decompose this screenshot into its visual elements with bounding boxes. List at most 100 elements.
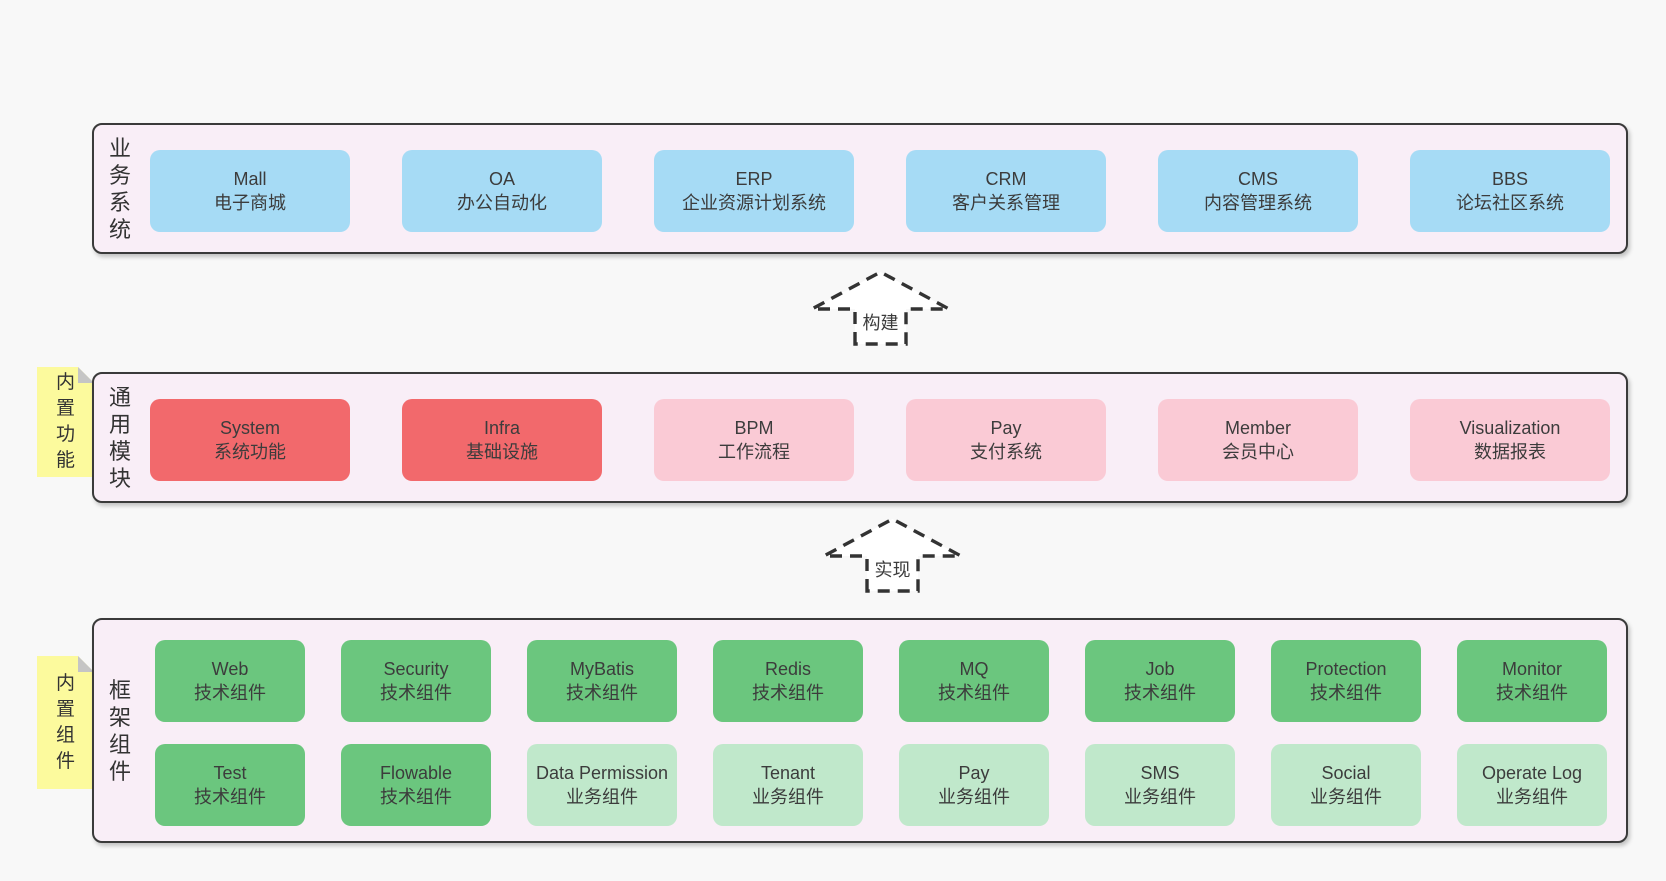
sticky-note-built-in-components: 内置组件	[37, 656, 94, 789]
box-name: SMS	[1140, 763, 1180, 783]
box-name: Monitor	[1501, 659, 1563, 679]
box-name: Infra	[483, 418, 521, 438]
box-name: System	[219, 418, 280, 438]
box-operate-log: Operate Log 业务组件	[1457, 744, 1607, 826]
box-desc: 电子商城	[214, 193, 286, 213]
box-desc: 技术组件	[194, 787, 266, 807]
box-name: Visualization	[1459, 418, 1561, 438]
band-title: 框架组件	[108, 677, 131, 784]
box-name: Test	[213, 763, 247, 783]
box-desc: 内容管理系统	[1204, 193, 1312, 213]
box-desc: 技术组件	[566, 683, 638, 703]
box-name: Web	[211, 659, 249, 679]
sticky-note-built-in-features: 内置功能	[37, 367, 94, 477]
box-pay: Pay 支付系统	[906, 399, 1106, 481]
box-redis: Redis 技术组件	[713, 640, 863, 722]
box-flowable: Flowable 技术组件	[341, 744, 491, 826]
band-title: 业务系统	[108, 135, 131, 242]
box-desc: 技术组件	[1310, 683, 1382, 703]
box-desc: 技术组件	[938, 683, 1010, 703]
box-desc: 业务组件	[1124, 787, 1196, 807]
box-system: System 系统功能	[150, 399, 350, 481]
box-desc: 会员中心	[1222, 442, 1294, 462]
box-desc: 基础设施	[466, 442, 538, 462]
box-name: Social	[1321, 763, 1371, 783]
box-desc: 技术组件	[194, 683, 266, 703]
box-name: Pay	[990, 418, 1022, 438]
box-name: ERP	[735, 169, 773, 189]
box-job: Job 技术组件	[1085, 640, 1235, 722]
box-desc: 客户关系管理	[952, 193, 1060, 213]
box-name: Redis	[764, 659, 812, 679]
box-desc: 企业资源计划系统	[682, 193, 826, 213]
box-name: CRM	[985, 169, 1027, 189]
box-erp: ERP 企业资源计划系统	[654, 150, 854, 232]
box-oa: OA 办公自动化	[402, 150, 602, 232]
box-name: OA	[488, 169, 515, 189]
box-name: Mall	[233, 169, 267, 189]
box-security: Security 技术组件	[341, 640, 491, 722]
box-name: Protection	[1305, 659, 1387, 679]
box-name: Member	[1224, 418, 1291, 438]
box-name: BPM	[734, 418, 774, 438]
box-name: Pay	[958, 763, 990, 783]
box-bpm: BPM 工作流程	[654, 399, 854, 481]
box-test: Test 技术组件	[155, 744, 305, 826]
band-row: System 系统功能 Infra 基础设施 BPM 工作流程 Pay 支付系统 Member 会…	[150, 399, 1610, 481]
box-desc: 技术组件	[380, 683, 452, 703]
box-desc: 业务组件	[1496, 787, 1568, 807]
box-crm: CRM 客户关系管理	[906, 150, 1106, 232]
box-name: MyBatis	[569, 659, 634, 679]
box-name: MQ	[959, 659, 989, 679]
box-name: Tenant	[760, 763, 816, 783]
box-desc: 系统功能	[214, 442, 286, 462]
box-social: Social 业务组件	[1271, 744, 1421, 826]
arrow-label: 构建	[859, 309, 902, 335]
arrow-build: 构建	[808, 269, 953, 347]
arrow-label: 实现	[871, 556, 914, 582]
box-desc: 业务组件	[752, 787, 824, 807]
box-web: Web 技术组件	[155, 640, 305, 722]
band-title: 通用模块	[108, 384, 131, 491]
box-pay: Pay 业务组件	[899, 744, 1049, 826]
box-desc: 技术组件	[1124, 683, 1196, 703]
box-sms: SMS 业务组件	[1085, 744, 1235, 826]
band-business-systems: 业务系统 Mall 电子商城 OA 办公自动化 ERP 企业资源计划系统 CRM 客户关系管理…	[92, 123, 1628, 254]
box-name: Security	[383, 659, 449, 679]
sticky-note-label: 内置组件	[55, 672, 75, 772]
box-name: Data Permission	[535, 763, 669, 783]
box-name: Operate Log	[1481, 763, 1583, 783]
box-infra: Infra 基础设施	[402, 399, 602, 481]
box-mall: Mall 电子商城	[150, 150, 350, 232]
dashed-up-arrow-icon	[823, 517, 962, 593]
box-name: Flowable	[379, 763, 453, 783]
box-mq: MQ 技术组件	[899, 640, 1049, 722]
box-desc: 业务组件	[566, 787, 638, 807]
box-mybatis: MyBatis 技术组件	[527, 640, 677, 722]
box-data-permission: Data Permission 业务组件	[527, 744, 677, 826]
dashed-up-arrow-icon	[811, 270, 950, 346]
box-visualization: Visualization 数据报表	[1410, 399, 1610, 481]
box-desc: 办公自动化	[457, 193, 547, 213]
box-tenant: Tenant 业务组件	[713, 744, 863, 826]
box-name: Job	[1145, 659, 1175, 679]
arrow-implement: 实现	[820, 516, 965, 594]
box-name: BBS	[1491, 169, 1529, 189]
box-desc: 论坛社区系统	[1456, 193, 1564, 213]
box-bbs: BBS 论坛社区系统	[1410, 150, 1610, 232]
box-desc: 业务组件	[938, 787, 1010, 807]
box-desc: 工作流程	[718, 442, 790, 462]
box-desc: 技术组件	[380, 787, 452, 807]
box-desc: 支付系统	[970, 442, 1042, 462]
box-desc: 数据报表	[1474, 442, 1546, 462]
box-desc: 业务组件	[1310, 787, 1382, 807]
box-desc: 技术组件	[752, 683, 824, 703]
sticky-note-label: 内置功能	[55, 372, 75, 471]
